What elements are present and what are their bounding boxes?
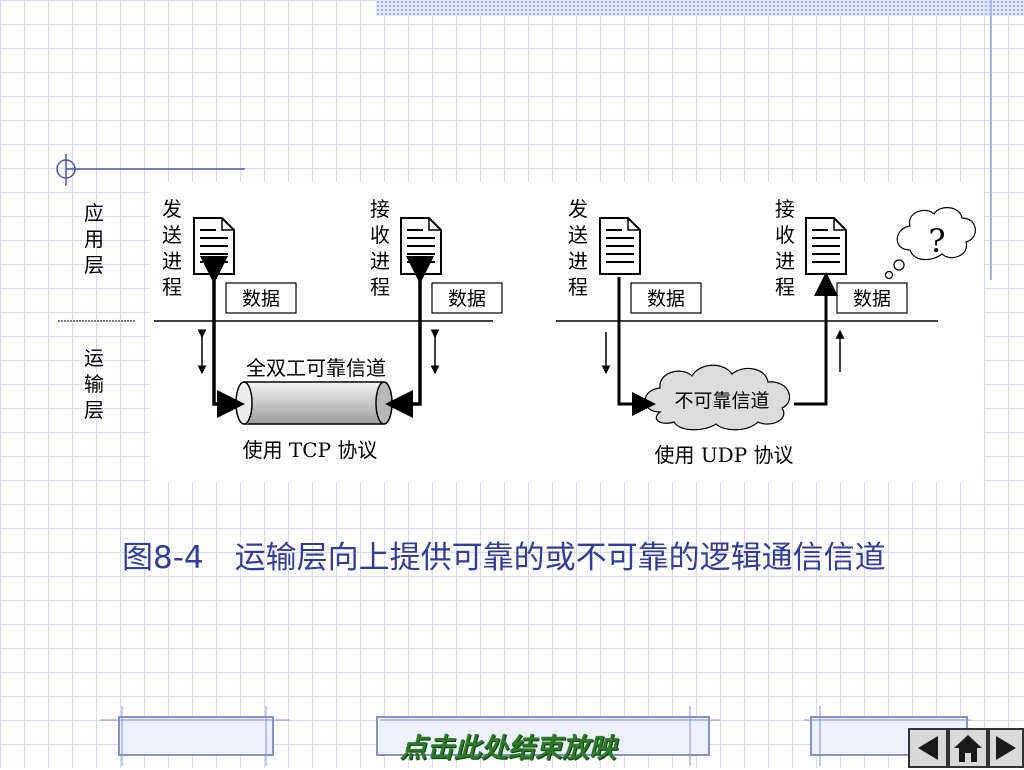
application-layer-label: 应用层 — [84, 201, 104, 277]
question-mark: ? — [928, 222, 945, 260]
figure-caption: 图8-4 运输层向上提供可靠的或不可靠的逻辑通信信道 — [122, 540, 886, 576]
tcp-receiver-document-icon — [400, 217, 442, 275]
top-dotted-band — [376, 0, 1024, 16]
udp-data-label-left: 数据 — [647, 288, 685, 310]
udp-protocol-label: 使用 UDP 协议 — [654, 443, 793, 467]
transport-diagram: 应用层 运输层 发送进程 接收进程 数据 数据 全双工可靠信道 使用 TCP 协… — [58, 197, 976, 467]
udp-sender-path-arrow — [617, 277, 656, 416]
tcp-receiver-label: 接收进程 — [370, 197, 390, 299]
tcp-data-label-right: 数据 — [448, 288, 486, 310]
thought-bubble — [884, 207, 976, 280]
tcp-protocol-label: 使用 TCP 协议 — [243, 438, 378, 462]
tcp-sender-path-arrow — [200, 256, 245, 418]
udp-sender-label: 发送进程 — [568, 197, 588, 299]
footer-box-left — [118, 716, 274, 756]
tcp-reliable-pipe — [235, 381, 393, 425]
udp-receiver-label: 接收进程 — [775, 197, 795, 299]
udp-data-box-left — [630, 282, 702, 314]
home-icon — [954, 735, 982, 762]
home-button[interactable] — [948, 728, 988, 768]
tcp-data-label-left: 数据 — [242, 288, 280, 310]
next-slide-button[interactable] — [988, 728, 1024, 768]
udp-data-box-right — [836, 282, 908, 314]
udp-data-label-right: 数据 — [853, 288, 891, 310]
tcp-sender-document-icon — [193, 217, 235, 275]
tcp-channel-label: 全双工可靠信道 — [246, 356, 386, 380]
tcp-data-box-right — [431, 282, 503, 314]
udp-sender-document-icon — [599, 217, 641, 275]
end-show-button[interactable]: 点击此处结束放映 — [400, 733, 616, 764]
footer-crossmarks — [100, 706, 970, 766]
udp-channel-label: 不可靠信道 — [674, 390, 769, 412]
udp-receiver-path-arrow — [794, 272, 838, 406]
right-vertical-rule — [990, 0, 992, 280]
arrow-right-icon — [996, 736, 1016, 760]
transport-layer-label: 运输层 — [84, 346, 104, 422]
udp-unreliable-cloud — [644, 364, 791, 431]
udp-receiver-document-icon — [805, 217, 847, 275]
tcp-sender-label: 发送进程 — [162, 197, 182, 299]
corner-ornament — [56, 154, 245, 186]
arrow-left-icon — [918, 736, 938, 760]
tcp-receiver-path-arrow — [385, 256, 434, 418]
footer-box-center — [376, 716, 710, 756]
previous-slide-button[interactable] — [908, 728, 948, 768]
